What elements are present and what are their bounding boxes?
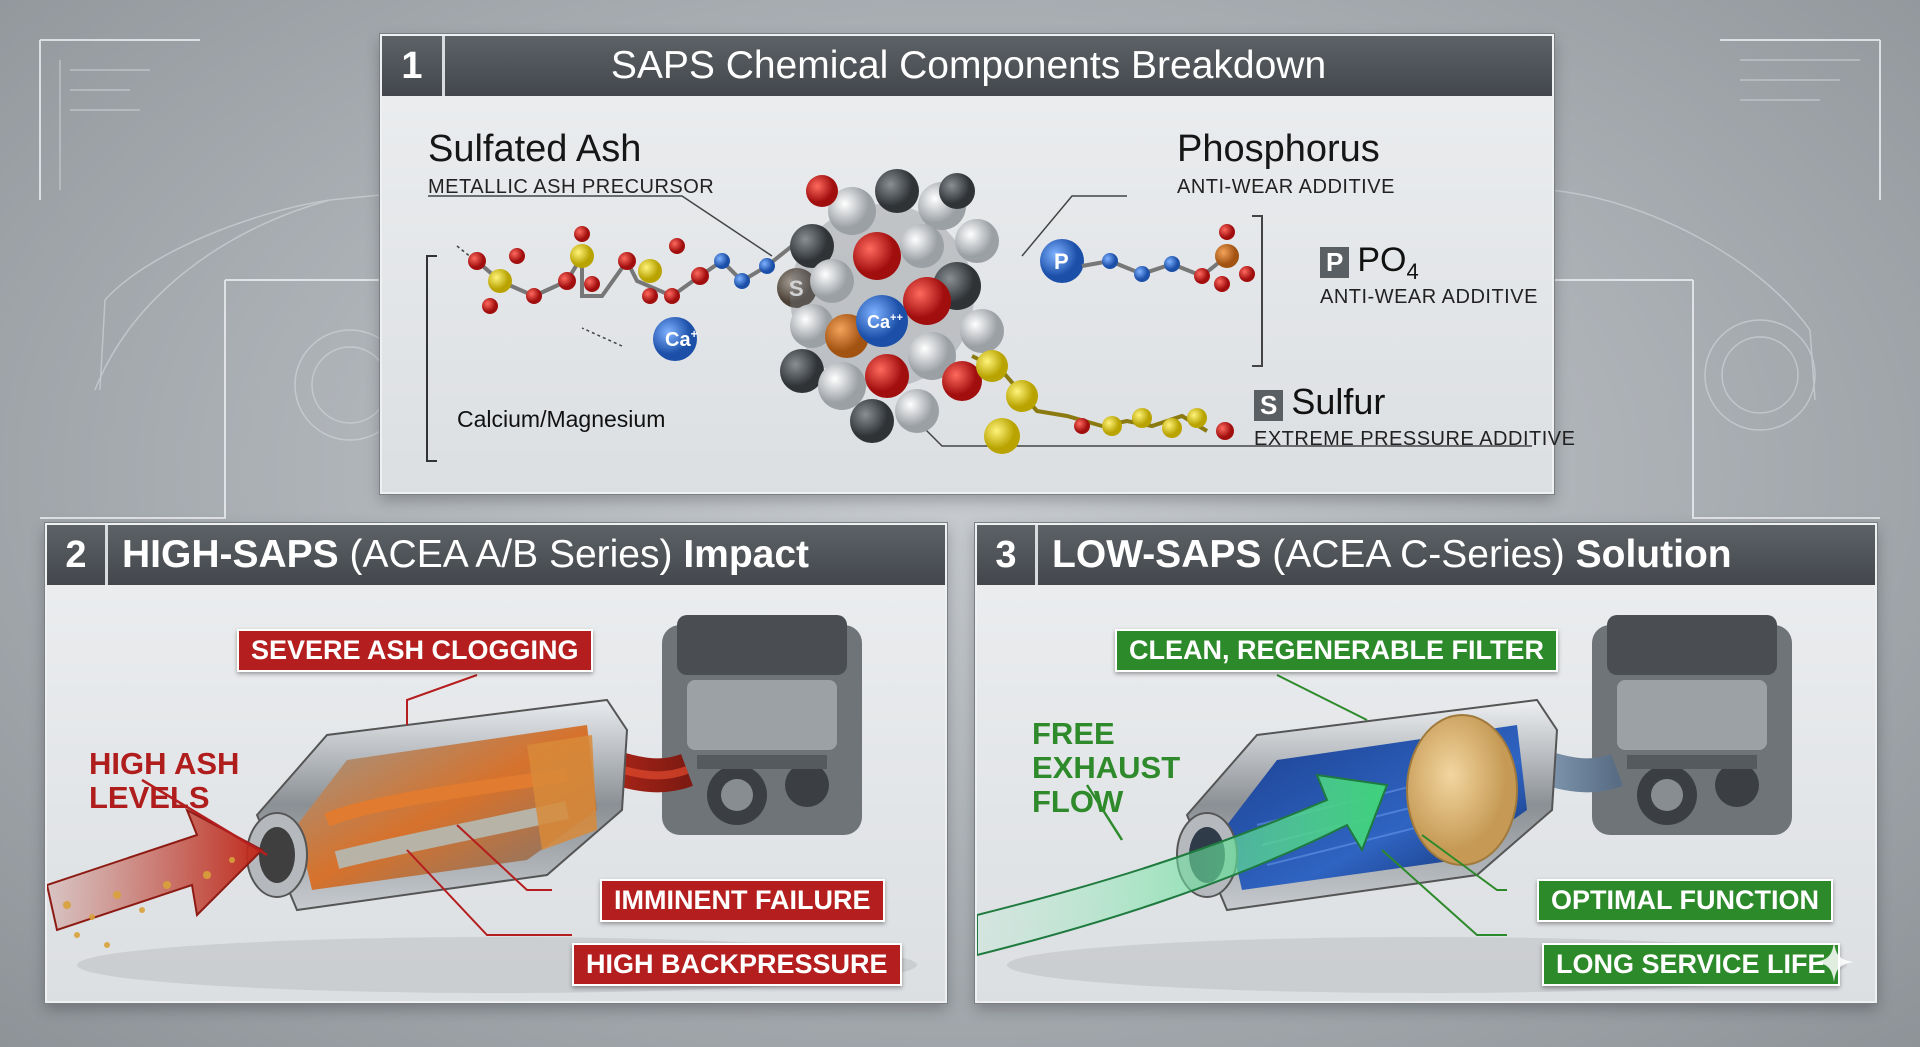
imminent-failure-tag: IMMINENT FAILURE: [600, 879, 885, 922]
panel-3-title-light: (ACEA C-Series): [1261, 533, 1576, 576]
po4-text: PO: [1357, 241, 1407, 279]
calcium-atom-label: Ca+: [665, 327, 698, 351]
sulfur-chain: [976, 350, 1234, 454]
phosphate-chain: [1102, 224, 1255, 292]
sulfur-text: Sulfur: [1291, 381, 1386, 422]
sulfate-chain: [468, 226, 775, 314]
high-ash-line-2: LEVELS: [89, 780, 210, 815]
panel-2-title-bold-1: HIGH-SAPS: [122, 533, 339, 576]
phosphorus-atom: [1040, 239, 1084, 283]
po4-subtitle: ANTI-WEAR ADDITIVE: [1320, 286, 1538, 308]
free-exhaust-line-2: EXHAUST: [1032, 750, 1181, 785]
po4-symbol-box: P: [1320, 247, 1350, 278]
high-saps-illustration: [47, 615, 917, 993]
calcium-magnesium-label: Calcium/Magnesium: [457, 406, 666, 432]
high-backpressure-tag: HIGH BACKPRESSURE: [572, 943, 902, 986]
molecule-illustration: Ca+ S: [426, 169, 1532, 462]
panel-1-title: SAPS Chemical Components Breakdown: [610, 44, 1327, 87]
panel-1-header: 1 SAPS Chemical Components Breakdown: [382, 36, 1552, 96]
phosphorus-atom-label: P: [1054, 249, 1069, 274]
sulfur-atom-left-label: S: [789, 276, 804, 301]
panel-2-header: 2 HIGH-SAPS (ACEA A/B Series) Impact: [47, 525, 945, 585]
panel-3-title: LOW-SAPS (ACEA C-Series) Solution: [1038, 533, 1732, 577]
panel-saps-components: 1 SAPS Chemical Components Breakdown Sul…: [380, 34, 1575, 494]
optimal-function-tag: OPTIMAL FUNCTION: [1537, 879, 1833, 922]
free-exhaust-line-3: FLOW: [1032, 784, 1124, 819]
free-exhaust-line-1: FREE: [1032, 716, 1115, 751]
panel-2-title-bold-2: Impact: [683, 533, 810, 576]
sparkle-icon: [1814, 942, 1854, 982]
panel-1-number: 1: [382, 36, 445, 96]
molecule-cluster: [780, 169, 1004, 443]
panel-3-number: 3: [977, 525, 1038, 585]
calcium-atom: [653, 317, 697, 361]
panel-2-title: HIGH-SAPS (ACEA A/B Series) Impact: [108, 533, 809, 577]
sulfated-ash-subtitle: METALLIC ASH PRECURSOR: [428, 176, 715, 198]
panel-3-title-bold-2: Solution: [1575, 533, 1732, 576]
phosphorus-subtitle: ANTI-WEAR ADDITIVE: [1177, 176, 1395, 198]
engine-illustration-2: [1592, 615, 1792, 835]
long-service-life-tag: LONG SERVICE LIFE: [1542, 943, 1840, 986]
sulfated-ash-title: Sulfated Ash: [428, 128, 642, 170]
clean-filter-tag: CLEAN, REGENERABLE FILTER: [1115, 629, 1559, 672]
panel-3-title-bold-1: LOW-SAPS: [1052, 533, 1262, 576]
sulfur-symbol-box: S: [1254, 390, 1284, 421]
free-exhaust-flow-label: FREE EXHAUST FLOW: [1032, 717, 1180, 819]
sulfur-atom-left: [777, 268, 817, 308]
panel-high-saps: 2 HIGH-SAPS (ACEA A/B Series) Impact: [45, 523, 947, 1003]
engine-illustration: [662, 615, 862, 835]
severe-ash-clogging-tag: SEVERE ASH CLOGGING: [237, 629, 593, 672]
panel-3-header: 3 LOW-SAPS (ACEA C-Series) Solution: [977, 525, 1875, 585]
sulfur-subtitle: EXTREME PRESSURE ADDITIVE: [1254, 428, 1576, 450]
panel-2-number: 2: [47, 525, 108, 585]
high-ash-levels-label: HIGH ASH LEVELS: [89, 747, 239, 815]
panel-2-title-light: (ACEA A/B Series): [338, 533, 684, 576]
po4-subscript: 4: [1406, 258, 1419, 284]
low-saps-illustration: [977, 615, 1847, 993]
phosphorus-title: Phosphorus: [1177, 128, 1380, 170]
panel-low-saps: 3 LOW-SAPS (ACEA C-Series) Solution: [975, 523, 1877, 1003]
high-ash-line-1: HIGH ASH: [89, 746, 240, 781]
